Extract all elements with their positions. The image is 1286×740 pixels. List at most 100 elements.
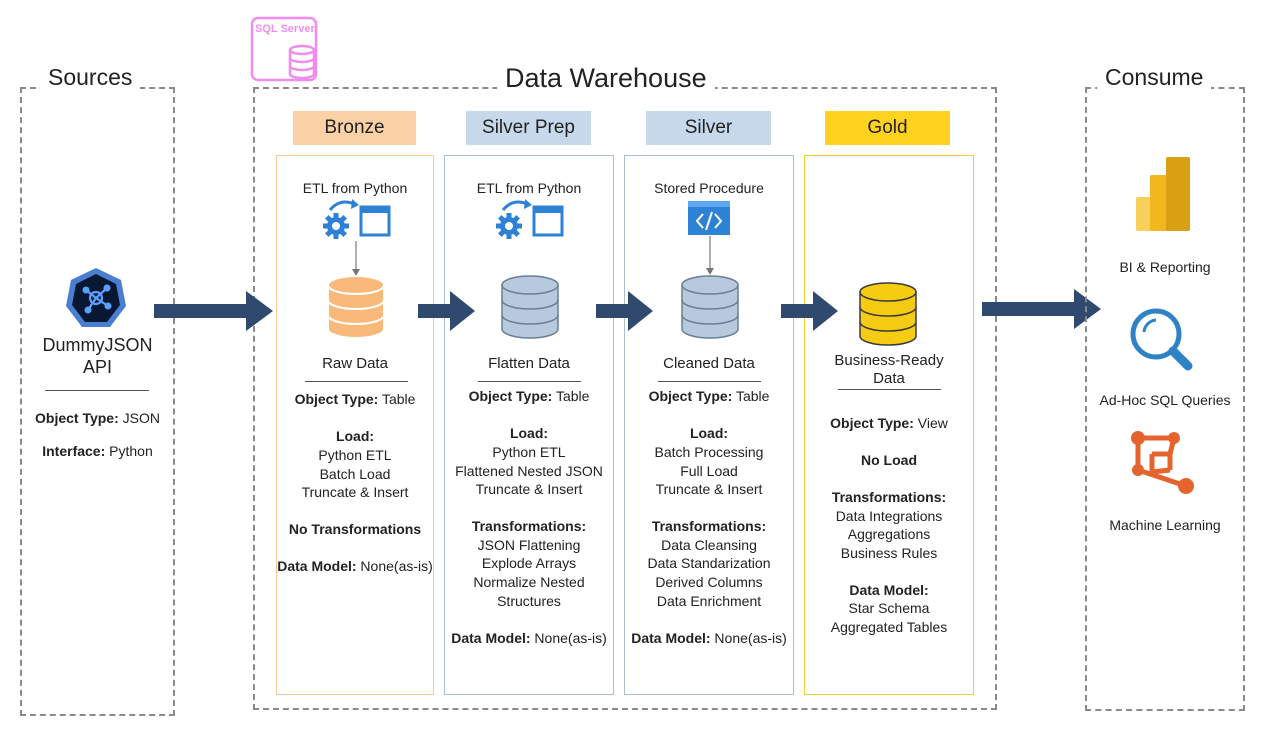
flow-connector	[352, 241, 360, 276]
object-type-value: Table	[552, 388, 590, 404]
object-type-value: View	[913, 415, 948, 431]
source-interface-key: Interface:	[42, 443, 106, 459]
object-type-key: Object Type:	[648, 388, 733, 404]
object-type-key: Object Type:	[830, 415, 914, 431]
database-icon-silver-prep	[499, 273, 561, 346]
data-model-item: Star Schema	[848, 600, 930, 616]
process-label-silver: Stored Procedure	[654, 180, 764, 196]
transform-title-silver-prep: Transformations:	[471, 518, 587, 534]
data-model-silver: Data Model: None(as-is)	[625, 629, 793, 648]
layer-divider-silver-prep	[478, 381, 581, 382]
magnifier-icon	[1128, 306, 1200, 381]
load-title-silver: Load:	[689, 425, 729, 441]
load-item: Flattened Nested JSON	[455, 463, 603, 479]
flow-arrow-gold-to-consume	[982, 287, 1102, 331]
layer-box-silver: Stored Procedure Cleaned Data Object Typ…	[624, 155, 794, 695]
load-item: Batch Load	[319, 466, 391, 482]
consume-label-bi: BI & Reporting	[1119, 259, 1211, 275]
database-icon-silver	[679, 273, 741, 346]
consume-label-adhoc: Ad-Hoc SQL Queries	[1099, 392, 1231, 408]
transform-item: Normalize Nested	[473, 574, 585, 590]
flow-arrow-sources-to-bronze	[154, 289, 274, 333]
layer-header-bronze: Bronze	[293, 111, 416, 145]
transform-title-bronze: No Transformations	[288, 521, 422, 537]
data-model-key-gold: Data Model:	[849, 582, 929, 598]
source-interface-value: Python	[105, 443, 153, 459]
flow-arrow-bronze-to-silver-prep	[418, 289, 476, 333]
flow-arrow-silver-to-gold	[781, 289, 839, 333]
source-interface: Interface: Python	[20, 443, 175, 459]
sql-server-icon: SQL Server	[250, 16, 320, 83]
object-type-gold: Object Type: View	[805, 414, 973, 433]
power-bi-icon	[1136, 157, 1192, 236]
layer-header-silver-prep: Silver Prep	[466, 111, 591, 145]
sources-panel	[20, 87, 175, 716]
layer-divider-silver	[658, 381, 761, 382]
transform-item: Data Standarization	[647, 555, 771, 571]
data-model-key: Data Model:	[631, 630, 711, 646]
transform-item: Derived Columns	[655, 574, 763, 590]
source-object-type: Object Type: JSON	[20, 410, 175, 426]
object-type-silver: Object Type: Table	[625, 387, 793, 406]
layer-box-gold: Business-Ready Data Object Type: View No…	[804, 155, 974, 695]
data-model-silver-prep: Data Model: None(as-is)	[445, 629, 613, 648]
data-model-key: Data Model:	[451, 630, 531, 646]
transform-title-gold: Transformations:	[831, 489, 947, 505]
ml-network-icon	[1130, 430, 1200, 503]
transform-item: Aggregations	[847, 526, 931, 542]
data-model-item: Aggregated Tables	[830, 619, 948, 635]
consume-title: Consume	[1097, 64, 1212, 90]
load-item: Truncate & Insert	[475, 481, 583, 497]
layer-caption-silver: Cleaned Data	[663, 355, 755, 372]
data-model-value: None(as-is)	[710, 630, 787, 646]
load-item: Python ETL	[318, 447, 392, 463]
transform-item: Data Integrations	[835, 508, 943, 524]
database-icon-gold	[857, 280, 919, 353]
etl-gear-window-icon	[495, 196, 565, 245]
transform-item: Explode Arrays	[481, 555, 577, 571]
layer-divider-gold	[838, 389, 941, 390]
load-item: Truncate & Insert	[655, 481, 763, 497]
data-model-bronze: Data Model: None(as-is)	[277, 557, 433, 576]
transform-item: Data Cleansing	[661, 537, 757, 553]
layer-header-gold: Gold	[825, 111, 950, 145]
transform-item: Data Enrichment	[656, 593, 762, 609]
layer-caption-gold: Business-Ready	[834, 352, 944, 369]
transform-title-silver: Transformations:	[651, 518, 767, 534]
sources-title: Sources	[40, 64, 141, 90]
load-title-silver-prep: Load:	[509, 425, 549, 441]
source-object-type-key: Object Type:	[35, 410, 119, 426]
layer-caption-silver-prep: Flatten Data	[488, 355, 570, 372]
transform-item: Structures	[497, 593, 561, 609]
data-model-value: None(as-is)	[530, 630, 607, 646]
transform-item: JSON Flattening	[477, 537, 581, 553]
load-item: Full Load	[680, 463, 738, 479]
data-model-value: None(as-is)	[356, 558, 433, 574]
load-title-bronze: Load:	[335, 428, 375, 444]
object-type-key: Object Type:	[294, 391, 379, 407]
object-type-bronze: Object Type: Table	[277, 390, 433, 409]
warehouse-title: Data Warehouse	[497, 63, 715, 93]
data-model-key: Data Model:	[277, 558, 357, 574]
source-object-type-value: JSON	[118, 410, 160, 426]
database-icon-bronze	[325, 273, 387, 346]
load-item: Python ETL	[492, 444, 566, 460]
layer-header-silver: Silver	[646, 111, 771, 145]
source-divider	[45, 390, 149, 391]
layer-box-silver-prep: ETL from Python	[444, 155, 614, 695]
flow-connector	[706, 236, 714, 275]
object-type-silver-prep: Object Type: Table	[445, 387, 613, 406]
transform-item: Business Rules	[840, 545, 938, 561]
load-item: Batch Processing	[654, 444, 764, 460]
sql-server-label: SQL Server	[255, 23, 315, 35]
object-type-key: Object Type:	[468, 388, 553, 404]
consume-label-ml: Machine Learning	[1109, 517, 1221, 533]
etl-gear-window-icon	[322, 196, 392, 245]
load-title-gold: No Load	[861, 452, 917, 468]
api-hexagon-icon	[64, 266, 128, 330]
layer-caption-bronze: Raw Data	[322, 355, 388, 372]
process-label-bronze: ETL from Python	[302, 180, 408, 196]
layer-box-bronze: ETL from Python	[276, 155, 434, 695]
source-name-line2: API	[82, 357, 112, 377]
process-label-silver-prep: ETL from Python	[476, 180, 582, 196]
